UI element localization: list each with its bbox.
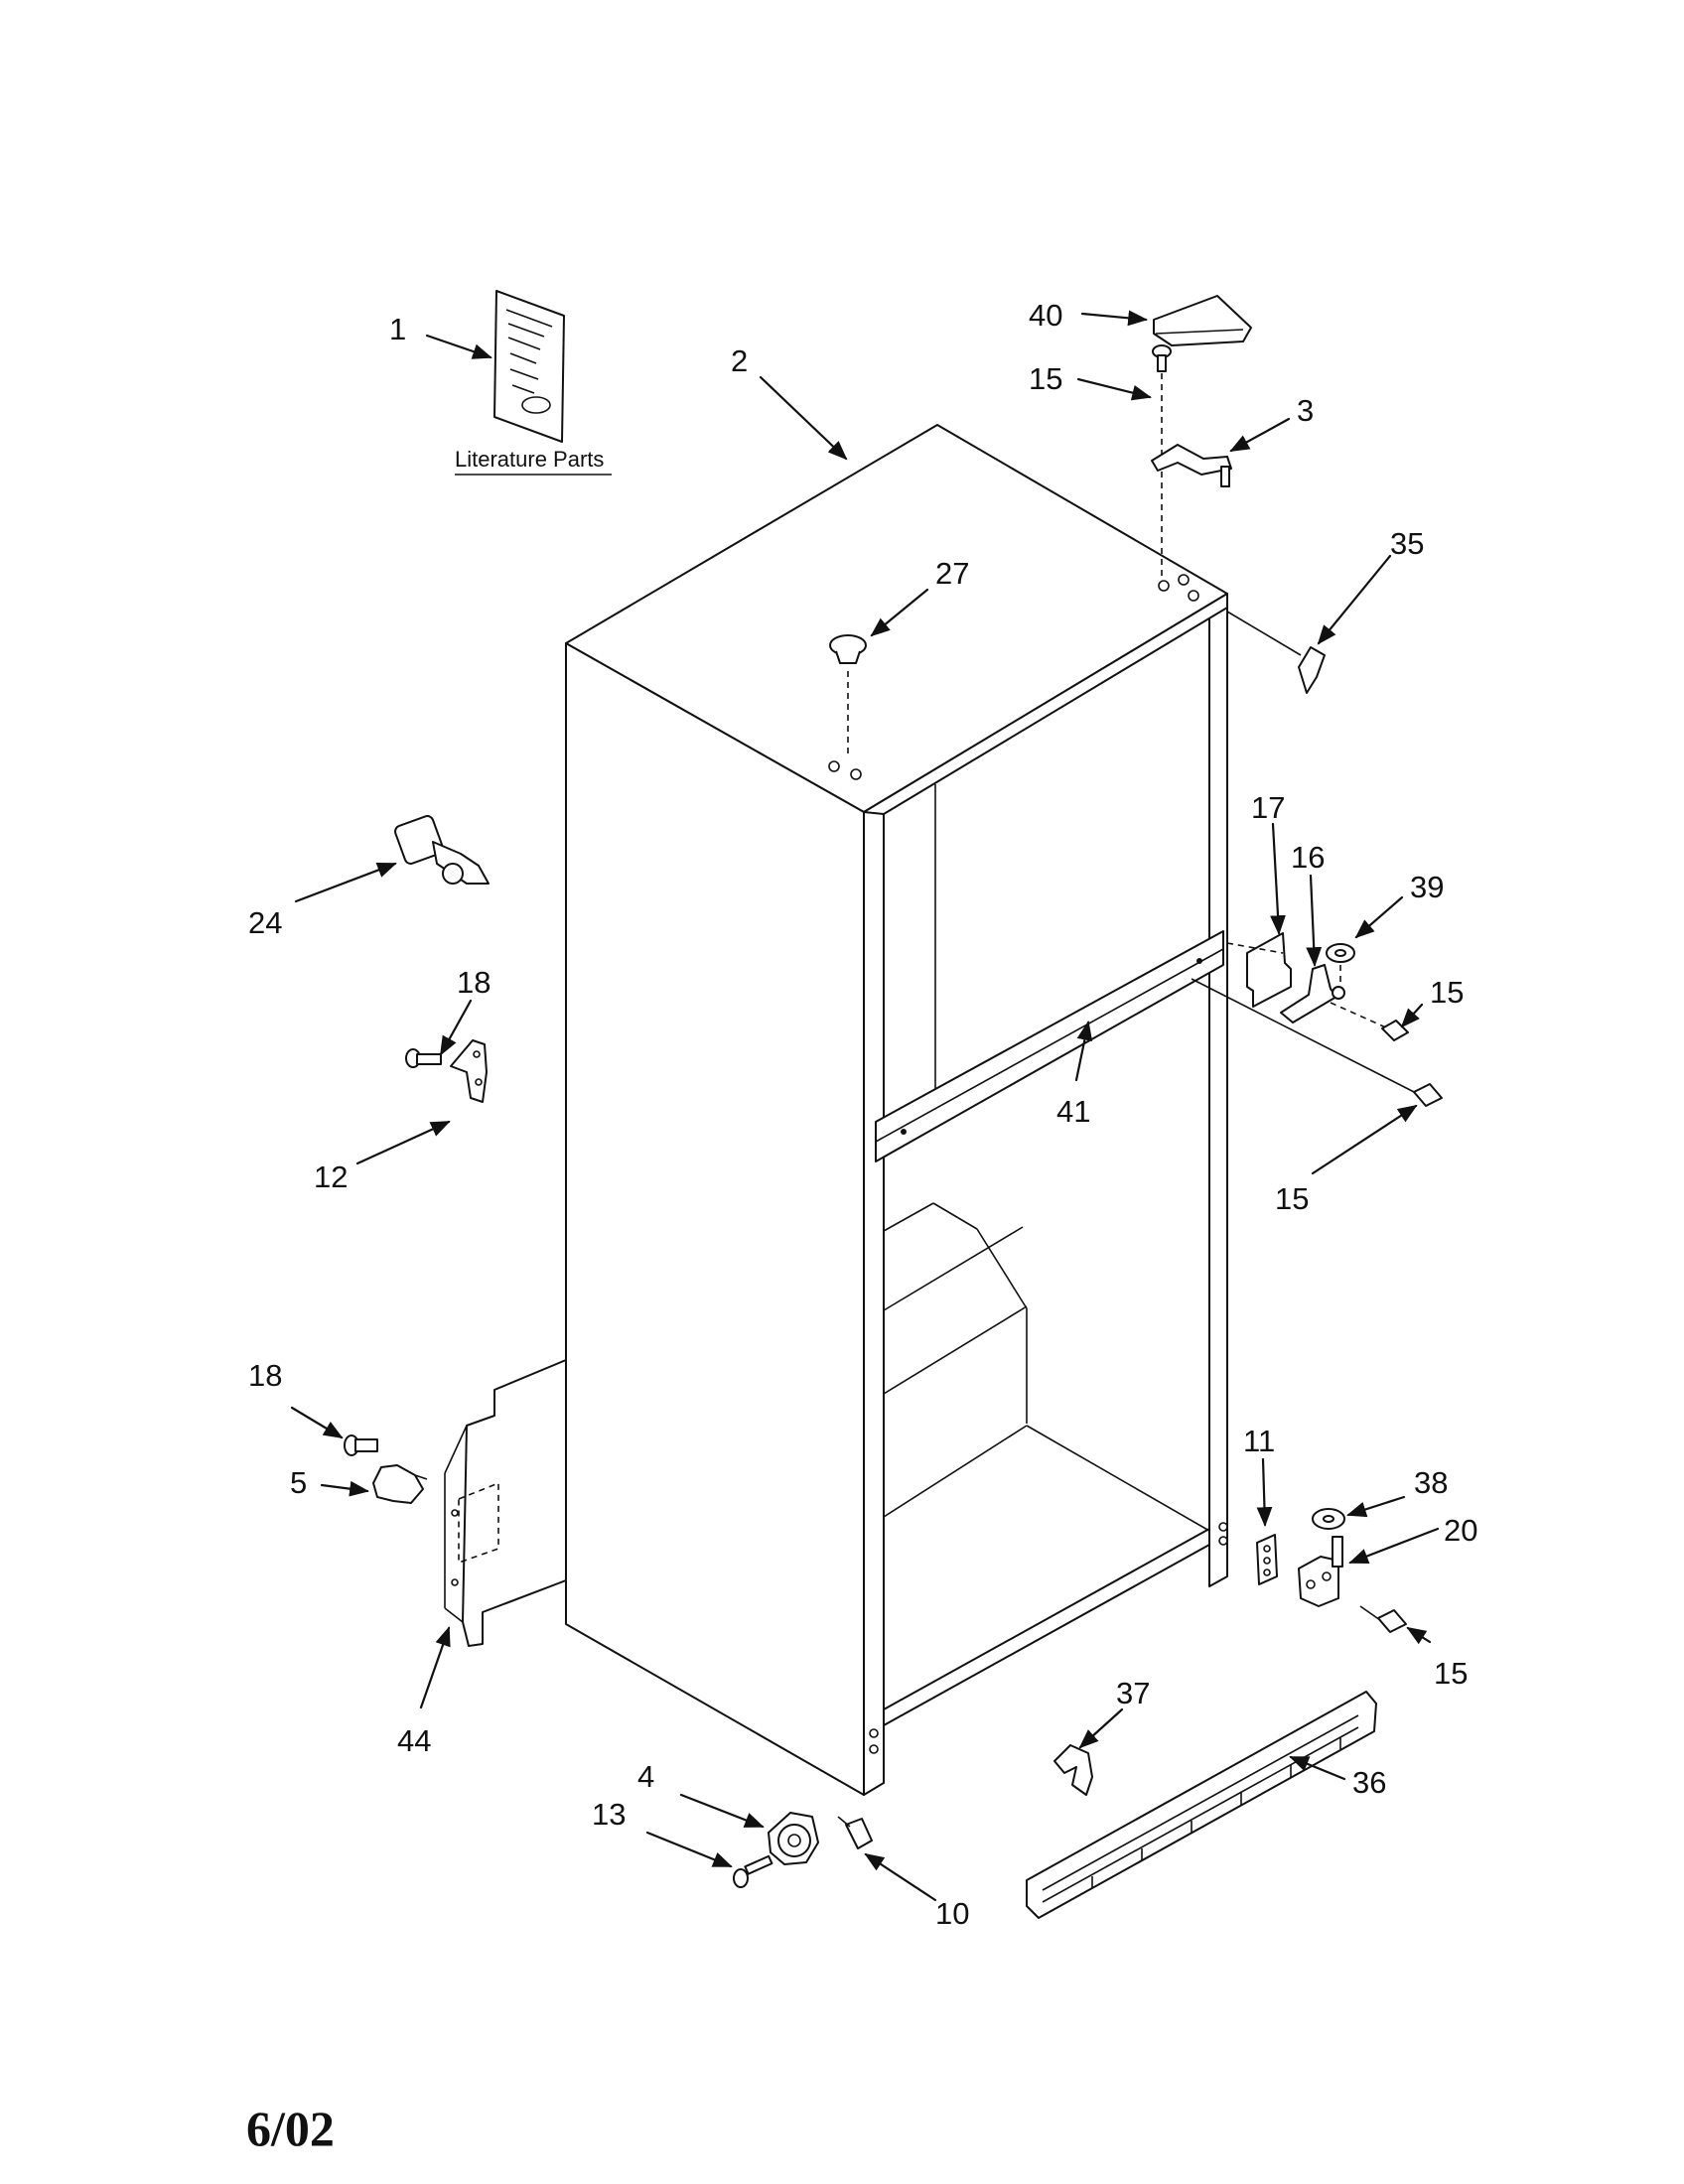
revision-date: 6/02 [246,2101,335,2156]
callout-13: 13 [592,1797,626,1832]
callout-18-lower: 18 [248,1358,282,1393]
hinge-shim-lower-part [1256,1534,1278,1585]
hinge-cover-part [1153,295,1252,346]
base-grille-part [1026,1691,1377,1919]
literature-caption: Literature Parts [455,447,604,472]
callout-20: 20 [1444,1513,1477,1548]
center-hinge-part [1280,964,1345,1024]
bottom-washer-part [1312,1508,1345,1530]
callout-44: 44 [397,1723,431,1758]
callout-16: 16 [1291,840,1325,875]
screw-part-top-hinge [1152,344,1172,372]
callout-35: 35 [1390,526,1424,561]
callout-15-bottom: 15 [1434,1656,1468,1691]
callout-11: 11 [1243,1424,1275,1458]
callout-36: 36 [1352,1765,1386,1800]
roller-pin-part [733,1854,773,1888]
callout-labels: 1 2 40 15 3 35 27 24 17 16 39 15 18 41 1… [248,298,1477,1931]
callout-27: 27 [935,556,969,591]
door-stop-part [394,815,490,885]
callout-12: 12 [314,1160,348,1194]
roller-assembly-part [768,1812,819,1865]
tubing-clamp-part [372,1464,428,1504]
callout-24: 24 [248,905,282,940]
rear-access-panel-part [444,1359,567,1647]
bottom-hinge-part [1298,1536,1343,1607]
callout-10: 10 [935,1896,969,1931]
screw-part-frame [1413,1083,1443,1107]
callout-15-frame: 15 [1275,1181,1309,1216]
callout-3: 3 [1297,393,1314,428]
callout-1: 1 [389,312,406,346]
bracket-guide-line [1226,942,1284,954]
wire-clamp-part [450,1039,488,1103]
callout-18-upper: 18 [457,965,491,1000]
screw-part-upper-left [405,1048,442,1068]
hinge-screw-guide-line [1330,1002,1389,1029]
callout-15-top: 15 [1029,361,1062,396]
grille-clip-part [1053,1744,1093,1796]
screw-part-lower-left [344,1434,378,1456]
callout-37: 37 [1116,1676,1150,1710]
callout-5: 5 [290,1465,307,1500]
callout-40: 40 [1029,298,1062,333]
washer-part [1326,943,1355,963]
screw-part-center-hinge [1381,1020,1409,1041]
callout-4: 4 [637,1759,654,1794]
callout-39: 39 [1410,870,1444,904]
screw-part-roller [837,1816,873,1849]
leader-arrows [290,310,1440,1902]
top-hinge-part [1151,444,1232,487]
callout-17: 17 [1251,790,1285,825]
center-hinge-bracket-part [1246,932,1292,1008]
callout-38: 38 [1414,1465,1448,1500]
frame-screw-guide-line [1191,978,1423,1097]
refrigerator-cabinet [565,424,1228,1796]
plug-button-part [829,634,867,664]
shim-leader-line [1226,611,1302,656]
literature-booklet [493,290,565,443]
callout-2: 2 [731,343,748,378]
callout-15-center: 15 [1430,975,1464,1010]
callout-41: 41 [1056,1094,1090,1129]
screw-part-bottom-hinge [1359,1605,1407,1633]
hinge-shim-part [1298,646,1326,694]
